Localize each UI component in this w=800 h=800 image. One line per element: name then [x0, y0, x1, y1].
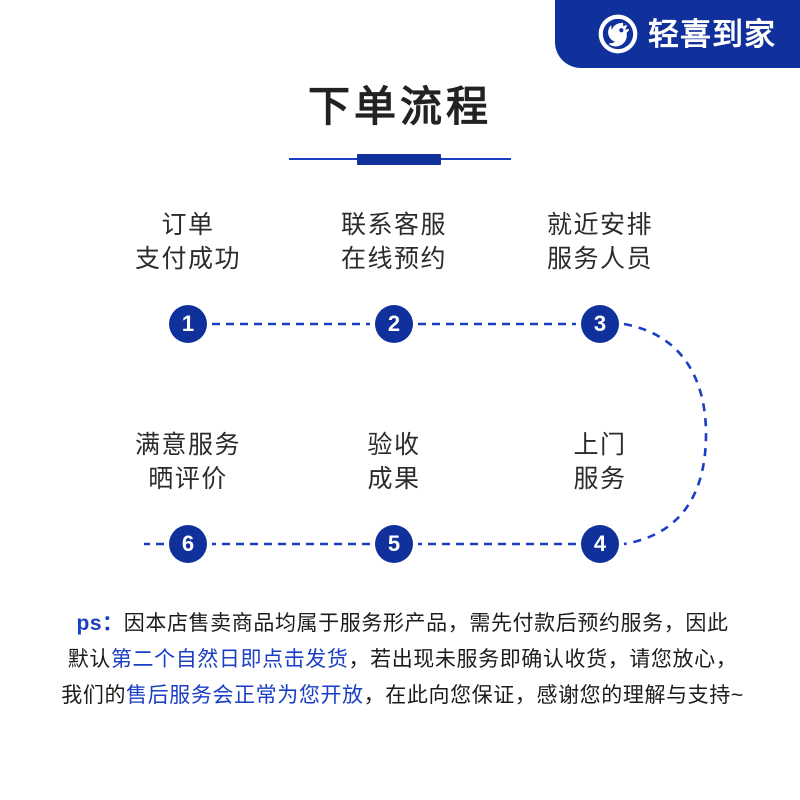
flow-step-3-label: 就近安排 服务人员: [500, 208, 700, 276]
connector-3-4: [623, 322, 708, 546]
footnote-line-3: 我们的售后服务会正常为您开放，在此向您保证，感谢您的理解与支持~: [40, 678, 765, 714]
step-label-text: 联系客服 在线预约: [340, 211, 447, 273]
step-number: 4: [593, 531, 607, 556]
flow-step-4-label: 上门 服务: [500, 428, 700, 496]
step-label-text: 就近安排 服务人员: [546, 211, 653, 273]
footnote-line-3-post: ，在此向您保证，感谢您的理解与支持~: [363, 684, 744, 707]
step-label-text: 订单 支付成功: [134, 211, 241, 273]
flow-step-5-label: 验收 成果: [294, 428, 494, 496]
flow-step-3-badge[interactable]: 3: [581, 305, 619, 343]
step-number: 5: [387, 531, 401, 556]
step-label-text: 上门 服务: [573, 431, 627, 493]
footnote-block: ps：因本店售卖商品均属于服务形产品，需先付款后预约服务，因此 默认第二个自然日…: [40, 606, 765, 714]
page-title: 下单流程: [307, 83, 492, 130]
flow-step-2-label: 联系客服 在线预约: [294, 208, 494, 276]
footnote-line-3-pre: 我们的: [61, 684, 127, 707]
brand-name: 轻喜到家: [648, 16, 776, 52]
step-label-text: 满意服务 晒评价: [134, 431, 241, 493]
flow-step-1-label: 订单 支付成功: [88, 208, 288, 276]
step-number: 3: [593, 311, 607, 336]
footnote-line-1: ps：因本店售卖商品均属于服务形产品，需先付款后预约服务，因此: [40, 606, 765, 642]
flow-step-5-badge[interactable]: 5: [375, 525, 413, 563]
step-number: 1: [181, 311, 195, 336]
flow-step-2-badge[interactable]: 2: [375, 305, 413, 343]
footnote-line-2-highlight: 第二个自然日即点击发货: [110, 648, 349, 671]
step-number: 6: [181, 531, 195, 556]
flow-step-4-badge[interactable]: 4: [581, 525, 619, 563]
title-block: 下单流程: [0, 68, 800, 166]
bird-swirl-logo-icon: [598, 14, 638, 54]
footnote-line-2: 默认第二个自然日即点击发货，若出现未服务即确认收货，请您放心，: [40, 642, 765, 678]
footnote-line-3-highlight: 售后服务会正常为您开放: [126, 684, 364, 707]
footnote-line-1-text: 因本店售卖商品均属于服务形产品，需先付款后预约服务，因此: [123, 612, 729, 635]
flow-connectors: [144, 322, 708, 546]
brand-badge: 轻喜到家: [555, 0, 800, 68]
ps-tag: ps：: [76, 612, 124, 635]
footnote-line-2-pre: 默认: [67, 648, 111, 671]
step-number: 2: [387, 311, 401, 336]
flow-step-6-label: 满意服务 晒评价: [88, 428, 288, 496]
flow-step-6-badge[interactable]: 6: [169, 525, 207, 563]
title-underline-thick: [357, 154, 441, 165]
title-underline-decoration: [289, 152, 511, 166]
step-label-text: 验收 成果: [367, 431, 421, 493]
footnote-line-2-post: ，若出现未服务即确认收货，请您放心，: [348, 648, 738, 671]
flow-step-1-badge[interactable]: 1: [169, 305, 207, 343]
flow-diagram: 订单 支付成功 1 联系客服 在线预约 2 就近安排 服务人员 3 上门 服务 …: [0, 190, 800, 590]
